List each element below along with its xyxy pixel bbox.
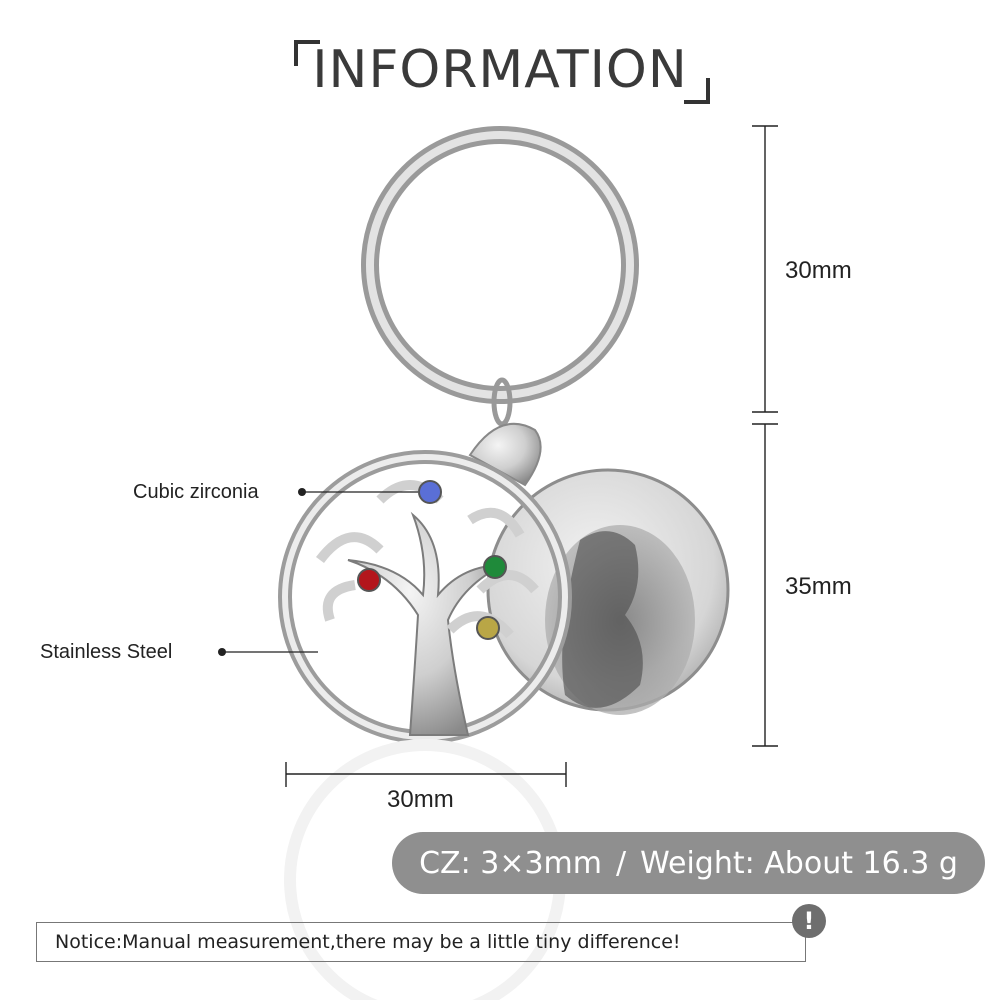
exclamation-icon: ! [792, 904, 826, 938]
tree-pendant [278, 450, 572, 744]
pendant-bail [468, 422, 542, 487]
cz-size-text: CZ: 3×3mm [419, 845, 602, 881]
dimension-pendant-width [285, 762, 567, 787]
page-title: INFORMATION [312, 40, 688, 100]
specs-banner: CZ: 3×3mm / Weight: About 16.3 g [392, 832, 985, 894]
stone-red [357, 568, 381, 592]
dimension-ring-height [752, 125, 778, 413]
stone-green [483, 555, 507, 579]
callout-dot-stone [298, 488, 306, 496]
callout-metal-label: Stainless Steel [40, 641, 173, 663]
specs-separator: / [616, 845, 627, 881]
ring-height-label: 30mm [785, 257, 852, 284]
key-ring [361, 126, 639, 404]
callout-stone-label: Cubic zirconia [133, 481, 259, 503]
pendant-height-label: 35mm [785, 573, 852, 600]
title-bracket-left [294, 40, 320, 66]
dimension-pendant-height [752, 423, 778, 747]
notice-text: Notice:Manual measurement,there may be a… [55, 931, 681, 953]
pendant-width-label: 30mm [387, 786, 454, 813]
notice-box: Notice:Manual measurement,there may be a… [36, 922, 806, 962]
weight-text: Weight: About 16.3 g [640, 845, 958, 881]
callout-dot-metal [218, 648, 226, 656]
title-bracket-right [684, 78, 710, 104]
jump-ring [491, 377, 513, 427]
stone-yellow [476, 616, 500, 640]
stone-blue [418, 480, 442, 504]
